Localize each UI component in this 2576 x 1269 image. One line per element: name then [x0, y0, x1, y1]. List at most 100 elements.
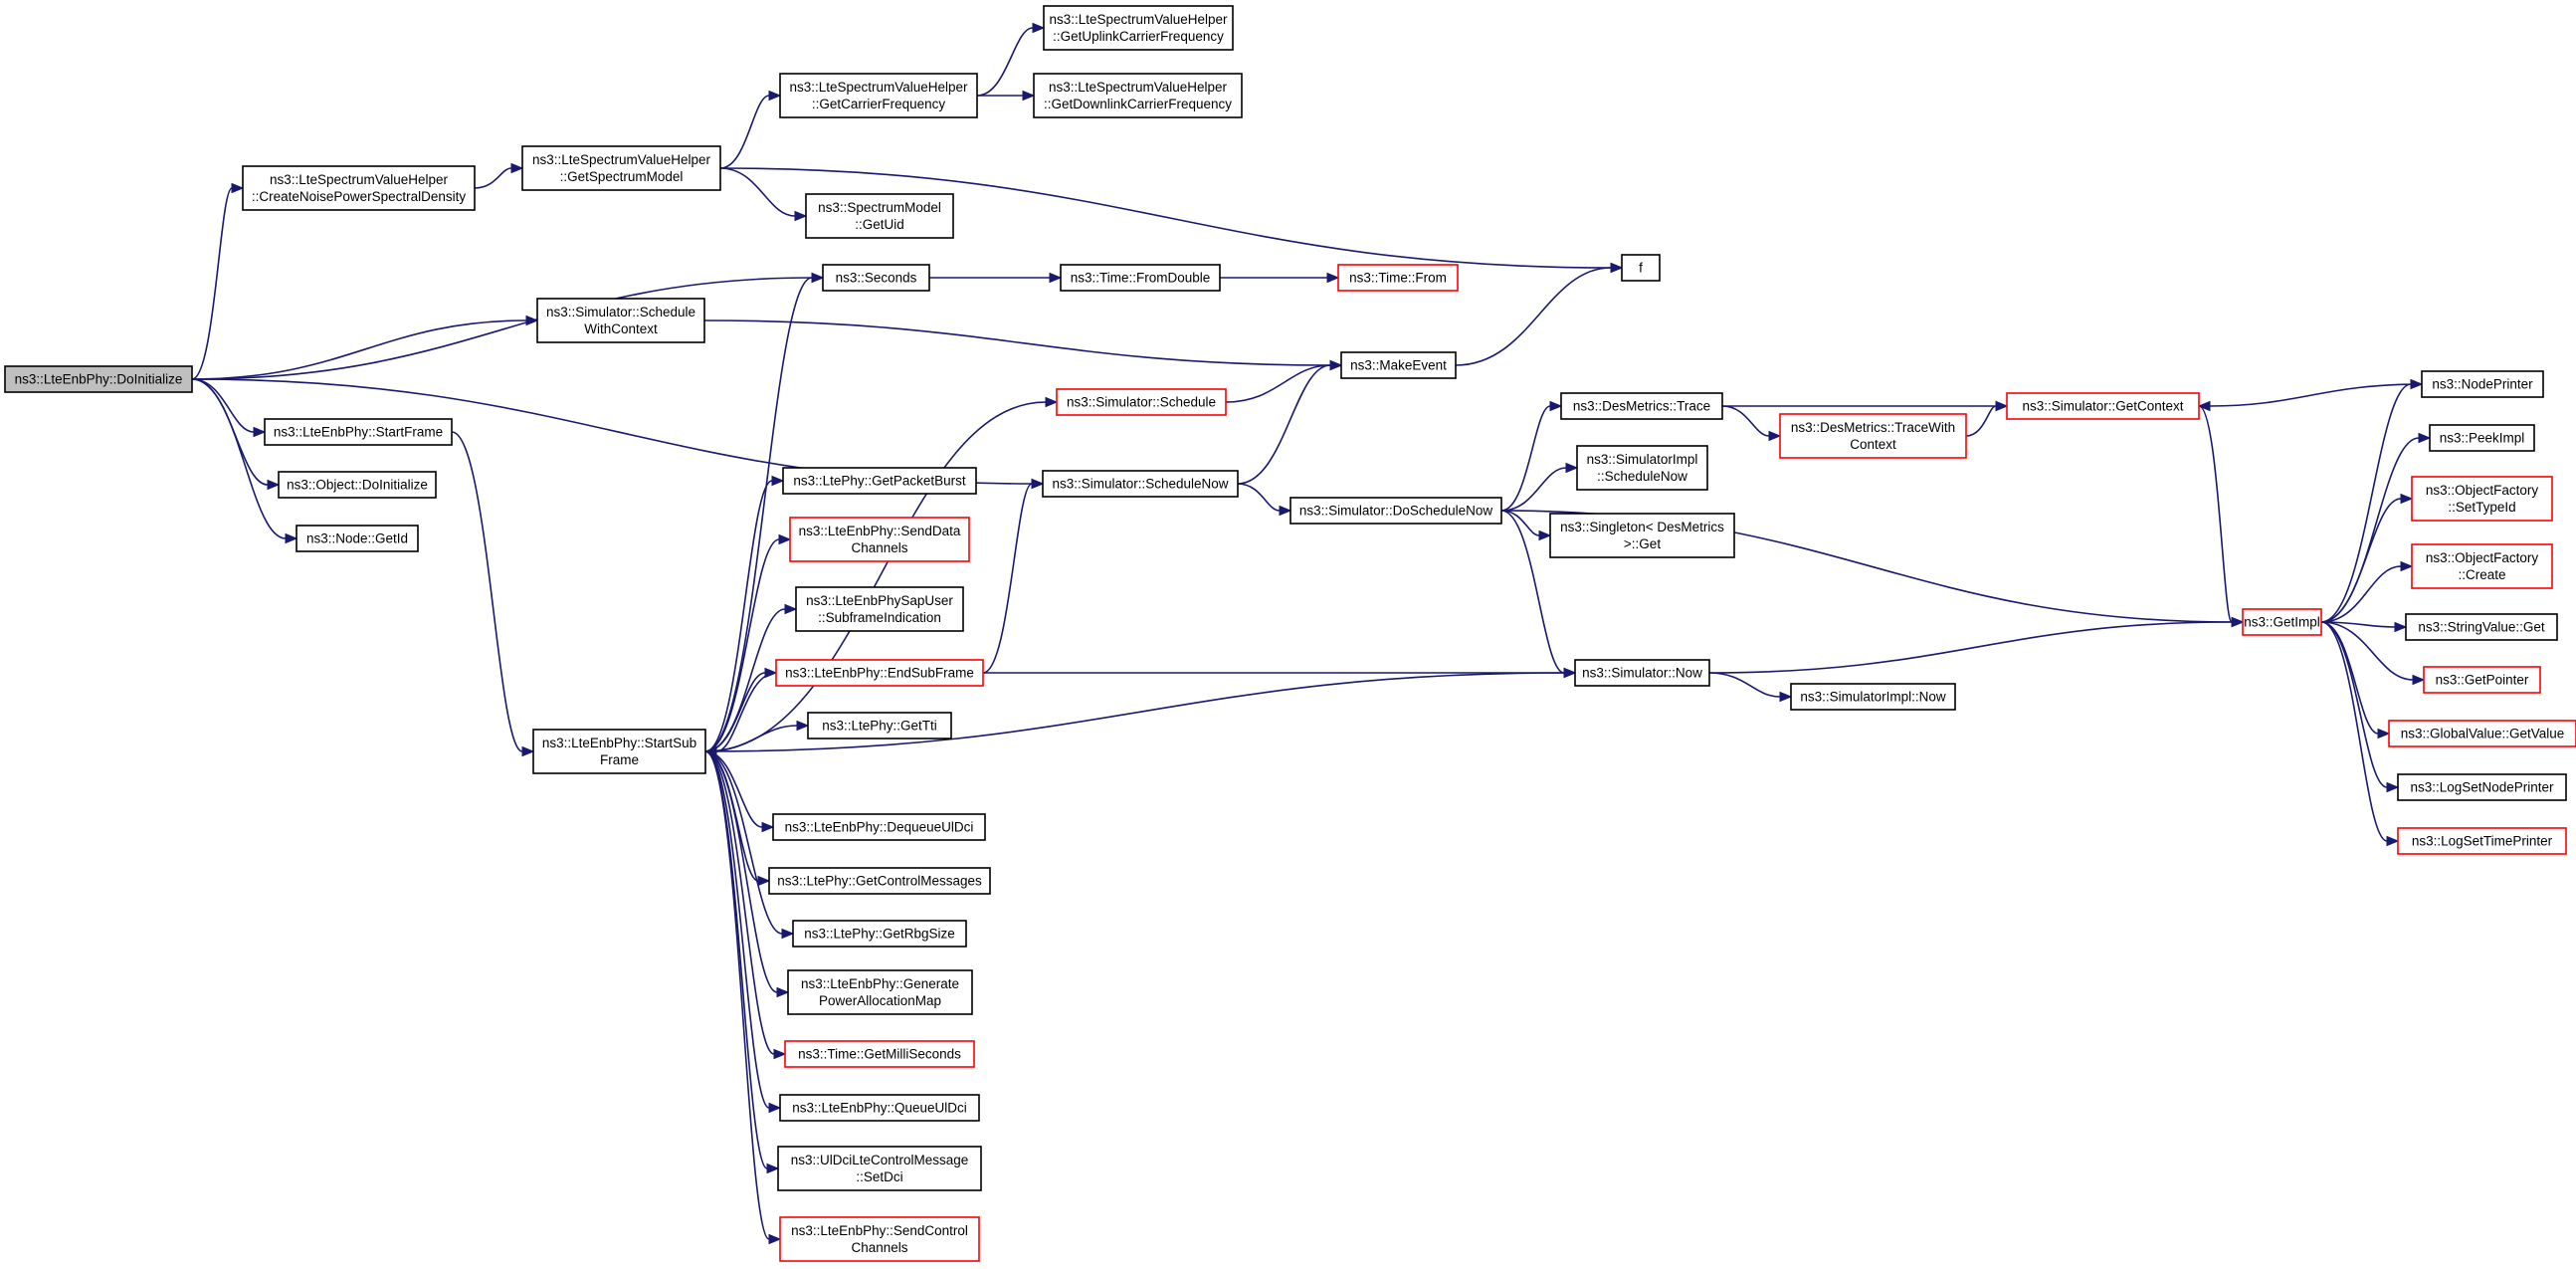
node-getpointer[interactable]: ns3::GetPointer	[2423, 666, 2541, 694]
edge-simnow-to-simimplnow	[1708, 672, 1781, 698]
node-getctrlmsg[interactable]: ns3::LtePhy::GetControlMessages	[768, 867, 991, 895]
node-createnoise[interactable]: ns3::LteSpectrumValueHelper::CreateNoise…	[242, 165, 476, 211]
node-label: ns3::LteEnbPhy::EndSubFrame	[785, 666, 974, 681]
arrowhead-getimpl-to-strvalget	[2394, 621, 2408, 633]
node-box	[1340, 351, 1457, 379]
graph-nodes: ns3::LteEnbPhy::DoInitialize ns3::LteSpec…	[4, 5, 2576, 1262]
node-label: ns3::LteEnbPhySapUser	[806, 593, 953, 608]
node-subframeind[interactable]: ns3::LteEnbPhySapUser::SubframeIndicatio…	[795, 586, 964, 632]
node-objdoinit[interactable]: ns3::Object::DoInitialize	[278, 471, 437, 499]
node-nodeprinter[interactable]: ns3::NodePrinter	[2421, 370, 2544, 398]
node-box	[1560, 392, 1723, 420]
node-label: ns3::LtePhy::GetControlMessages	[777, 874, 982, 889]
node-singleton[interactable]: ns3::Singleton< DesMetrics >::Get	[1549, 513, 1735, 558]
node-box	[795, 586, 964, 632]
node-box	[2405, 613, 2558, 641]
node-label: ns3::LteEnbPhy::SendData	[799, 524, 961, 538]
node-getcarrier[interactable]: ns3::LteSpectrumValueHelper::GetCarrierF…	[779, 73, 978, 118]
node-simnow[interactable]: ns3::Simulator::Now	[1574, 659, 1710, 687]
node-gettti[interactable]: ns3::LtePhy::GetTti	[807, 712, 952, 740]
node-genpower[interactable]: ns3::LteEnbPhy::GeneratePowerAllocationM…	[787, 969, 973, 1015]
node-label: ns3::Time::GetMilliSeconds	[798, 1047, 961, 1062]
edge-startsub-to-sendctrl	[704, 750, 770, 1240]
node-schednow[interactable]: ns3::Simulator::ScheduleNow	[1042, 470, 1239, 498]
arrowhead-startsub-to-dequeue	[761, 821, 775, 833]
node-setdci[interactable]: ns3::UlDciLteControlMessage::SetDci	[777, 1146, 982, 1191]
node-simimplnow[interactable]: ns3::SimulatorImpl::Now	[1790, 683, 1956, 711]
node-label: ns3::LteEnbPhy::DequeueUlDci	[785, 820, 974, 835]
node-getuplink[interactable]: ns3::LteSpectrumValueHelper::GetUplinkCa…	[1043, 5, 1234, 51]
node-getdownlink[interactable]: ns3::LteSpectrumValueHelper::GetDownlink…	[1033, 73, 1243, 118]
node-label: ns3::NodePrinter	[2432, 377, 2533, 392]
node-box	[2242, 608, 2322, 636]
arrowhead-getcarrier-to-getuplink	[1032, 22, 1046, 34]
node-label: Frame	[600, 752, 639, 767]
node-doschednow[interactable]: ns3::Simulator::DoScheduleNow	[1289, 497, 1502, 525]
edge-doinit-to-schedwctx	[191, 319, 527, 380]
edge-startsub-to-genpower	[704, 750, 778, 993]
node-box	[779, 1216, 980, 1262]
node-nodegetid[interactable]: ns3::Node::GetId	[296, 525, 419, 552]
node-dequeue[interactable]: ns3::LteEnbPhy::DequeueUlDci	[772, 813, 986, 841]
edge-getimpl-to-gvgetvalue	[2320, 621, 2379, 735]
node-logsettime[interactable]: ns3::LogSetTimePrinter	[2397, 827, 2567, 855]
node-gvgetvalue[interactable]: ns3::GlobalValue::GetValue	[2388, 720, 2576, 747]
node-label: ns3::SimulatorImpl	[1587, 452, 1698, 467]
node-ofcreate[interactable]: ns3::ObjectFactory::Create	[2411, 543, 2553, 589]
node-queueul[interactable]: ns3::LteEnbPhy::QueueUlDci	[779, 1094, 980, 1122]
arrowhead-getimpl-to-peekimpl	[2418, 432, 2432, 444]
node-desmtrace[interactable]: ns3::DesMetrics::Trace	[1560, 392, 1723, 420]
node-getspectrum[interactable]: ns3::LteSpectrumValueHelper::GetSpectrum…	[521, 145, 721, 191]
node-makeevent[interactable]: ns3::MakeEvent	[1340, 351, 1457, 379]
node-label: ns3::ObjectFactory	[2426, 483, 2539, 498]
arrowhead-endsub-to-startsub	[703, 745, 717, 757]
node-box	[2423, 666, 2541, 694]
node-logsetnode[interactable]: ns3::LogSetNodePrinter	[2397, 773, 2567, 801]
node-box	[536, 298, 705, 343]
edge-getcontext-to-getimpl	[2198, 405, 2233, 623]
node-box	[4, 365, 193, 393]
node-doinit[interactable]: ns3::LteEnbPhy::DoInitialize	[4, 365, 193, 393]
arrowhead-getimpl-to-logsetnode	[2386, 781, 2400, 793]
node-box	[772, 813, 986, 841]
node-box	[296, 525, 419, 552]
node-fromdouble[interactable]: ns3::Time::FromDouble	[1060, 264, 1221, 292]
node-label: ::Create	[2458, 567, 2505, 582]
arrowhead-startframe-to-startsub	[521, 745, 535, 757]
node-label: ns3::MakeEvent	[1350, 358, 1447, 373]
node-getimpl[interactable]: ns3::GetImpl	[2242, 608, 2322, 636]
node-seconds[interactable]: ns3::Seconds	[822, 264, 930, 292]
node-simimplsched[interactable]: ns3::SimulatorImpl::ScheduleNow	[1576, 445, 1708, 491]
node-settypeid[interactable]: ns3::ObjectFactory::SetTypeId	[2411, 476, 2553, 522]
node-getcontext[interactable]: ns3::Simulator::GetContext	[2006, 392, 2200, 420]
node-getuid[interactable]: ns3::SpectrumModel::GetUid	[805, 193, 954, 239]
edge-schedwctx-to-makeevent	[703, 319, 1331, 366]
node-getpacketburst[interactable]: ns3::LtePhy::GetPacketBurst	[782, 467, 977, 495]
node-getmilli[interactable]: ns3::Time::GetMilliSeconds	[784, 1040, 975, 1068]
arrowhead-doinit-to-nodegetid	[285, 532, 298, 544]
node-f[interactable]: f	[1621, 254, 1661, 282]
node-timefrom[interactable]: ns3::Time::From	[1337, 264, 1459, 292]
node-strvalget[interactable]: ns3::StringValue::Get	[2405, 613, 2558, 641]
node-label: ns3::Simulator::DoScheduleNow	[1299, 504, 1493, 519]
arrowhead-doinit-to-objdoinit	[267, 479, 281, 491]
arrowhead-getcarrier-to-getdownlink	[1022, 90, 1036, 102]
node-peekimpl[interactable]: ns3::PeekImpl	[2429, 424, 2535, 452]
node-simschedule[interactable]: ns3::Simulator::Schedule	[1056, 388, 1227, 416]
node-box	[1337, 264, 1459, 292]
arrowhead-startsub-to-getpacketburst	[771, 475, 785, 487]
node-label: ns3::Singleton< DesMetrics	[1560, 520, 1724, 534]
node-box	[2388, 720, 2576, 747]
node-label: ns3::LteEnbPhy::QueueUlDci	[792, 1101, 967, 1116]
node-box	[784, 1040, 975, 1068]
node-endsub[interactable]: ns3::LteEnbPhy::EndSubFrame	[775, 659, 984, 687]
node-startframe[interactable]: ns3::LteEnbPhy::StartFrame	[264, 418, 453, 446]
node-label: ns3::LteEnbPhy::StartSub	[542, 736, 696, 750]
node-getrbgsize[interactable]: ns3::LtePhy::GetRbgSize	[792, 920, 967, 948]
edge-doschednow-to-simimplsched	[1500, 467, 1567, 512]
